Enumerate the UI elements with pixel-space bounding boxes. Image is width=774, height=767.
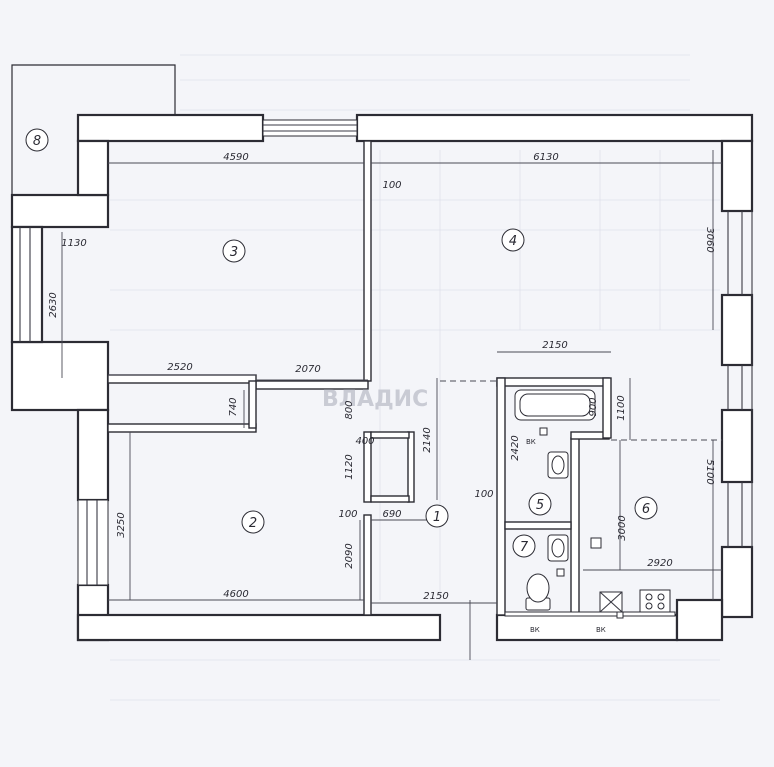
dim-690: 690 [382, 509, 401, 520]
vent-label: ВК [526, 438, 536, 446]
dim-740: 740 [228, 397, 239, 416]
vent-label: ВК [530, 626, 540, 634]
riser-box [616, 611, 624, 619]
dimension-labels: 4590 6130 100 1130 2630 3060 2520 2070 2… [48, 152, 715, 602]
room-7-number: 7 [520, 540, 529, 555]
dim-1130: 1130 [61, 238, 86, 249]
dim-2630: 2630 [48, 292, 59, 317]
room-7-circle [512, 534, 536, 558]
dim-3250: 3250 [116, 512, 127, 537]
dim-2150-top: 2150 [542, 340, 567, 351]
room-4-circle [501, 228, 525, 252]
background-grid [110, 54, 720, 701]
washbasin-wc-bowl [551, 538, 565, 558]
dim-3000: 3000 [617, 515, 628, 540]
room-8-number: 8 [33, 134, 41, 149]
room-1-circle [425, 504, 449, 528]
washbasin-bowl [551, 455, 565, 475]
room-5-number: 5 [536, 498, 544, 513]
dimension-lines [61, 150, 722, 660]
dim-100-mid: 100 [474, 489, 493, 500]
stove [639, 589, 671, 613]
dim-100-low: 100 [338, 509, 357, 520]
dim-4590: 4590 [223, 152, 248, 163]
dim-2150-bottom: 2150 [423, 591, 448, 602]
dim-2920: 2920 [647, 558, 672, 569]
dim-2140: 2140 [422, 427, 433, 452]
dim-900: 900 [588, 397, 599, 416]
toilet-bowl [526, 573, 550, 603]
dim-3060: 3060 [704, 227, 715, 252]
riser-box [556, 568, 565, 577]
dim-2070: 2070 [295, 364, 320, 375]
riser-box [539, 427, 548, 436]
bathtub-inner [519, 393, 591, 417]
watermark: ВЛАДИС [322, 387, 428, 412]
inner-partitions [107, 140, 676, 617]
outer-walls [10, 113, 754, 642]
stove-burner [657, 602, 665, 610]
room-2-circle [241, 510, 265, 534]
dim-5100: 5100 [704, 459, 715, 484]
dim-2090: 2090 [344, 543, 355, 568]
room-3-number: 3 [230, 245, 238, 260]
stove-burner [645, 593, 653, 601]
stove-burner [657, 593, 665, 601]
room-4-number: 4 [509, 234, 517, 249]
dim-2520: 2520 [167, 362, 192, 373]
room-5-circle [528, 492, 552, 516]
dim-4600: 4600 [223, 589, 248, 600]
dim-6130: 6130 [533, 152, 558, 163]
dim-800: 800 [344, 400, 355, 419]
dim-400: 400 [355, 436, 374, 447]
room-2-number: 2 [249, 516, 257, 531]
dim-1120: 1120 [344, 454, 355, 479]
room-8-circle [25, 128, 49, 152]
dim-2420: 2420 [510, 435, 521, 460]
room-6-circle [634, 496, 658, 520]
vent-label: ВК [596, 626, 606, 634]
dim-1100: 1100 [616, 395, 627, 420]
room-labels: 8 3 4 2 1 5 6 7 [25, 128, 658, 558]
riser-box [590, 537, 602, 549]
dim-100-top: 100 [382, 180, 401, 191]
stove-burner [645, 602, 653, 610]
room-3-circle [222, 239, 246, 263]
room-1-number: 1 [433, 510, 441, 525]
room-6-number: 6 [642, 502, 650, 517]
